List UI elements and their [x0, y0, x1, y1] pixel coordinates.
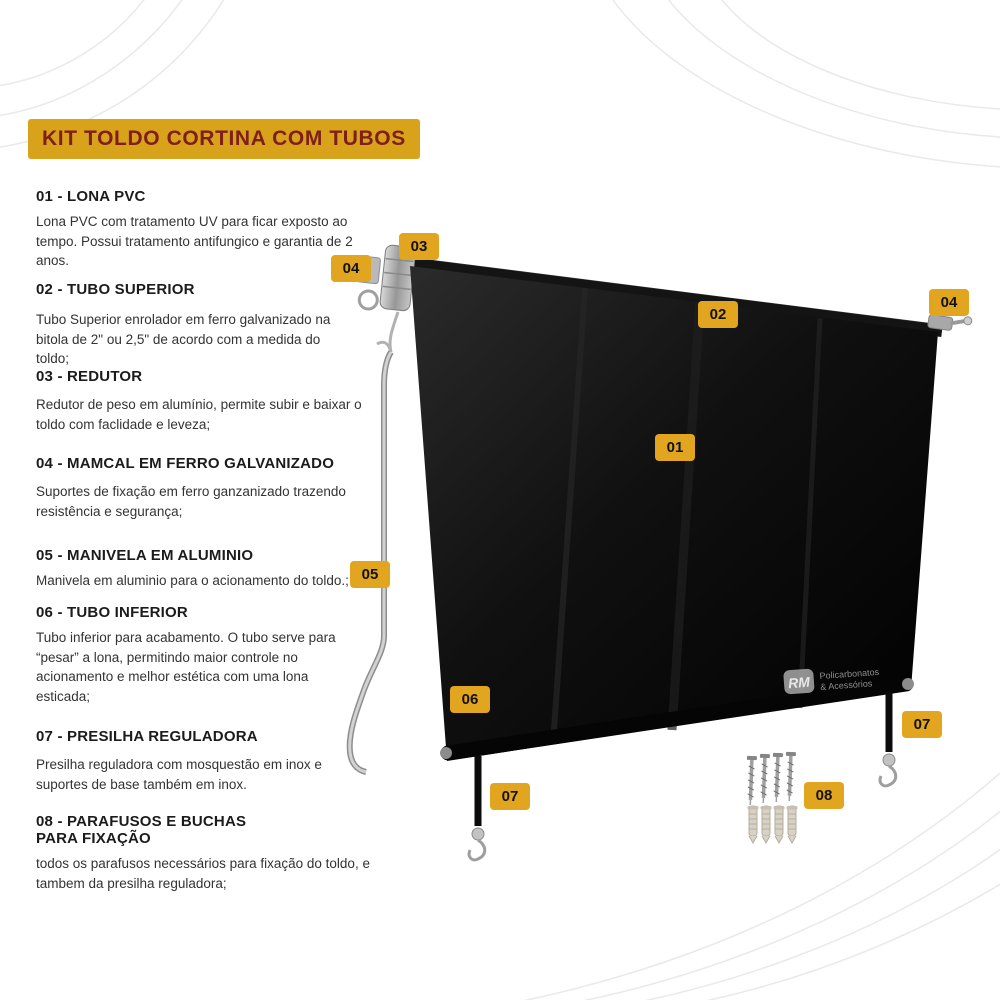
crank-handle [346, 340, 394, 775]
section-body: Lona PVC com tratamento UV para ficar ex… [36, 214, 353, 269]
rm-logo: RM Policarbonatos & Acessórios [783, 667, 880, 695]
section-heading: 01 - LONA PVC [36, 188, 146, 205]
section-heading: 07 - PRESILHA REGULADORA [36, 728, 258, 745]
badge-01: 01 [655, 434, 695, 461]
section-heading: 05 - MANIVELA EM ALUMINIO [36, 547, 254, 564]
page-title: KIT TOLDO CORTINA COM TUBOS [28, 119, 420, 159]
section-body: todos os parafusos necessários para fixa… [36, 856, 370, 891]
section-tubo-superior: 02 - TUBO SUPERIOR Tubo Superior enrolad… [36, 281, 356, 369]
section-parafusos: 08 - PARAFUSOS E BUCHAS PARA FIXAÇÃO tod… [36, 813, 371, 893]
reducer-hook [388, 311, 400, 353]
section-heading: 04 - MAMCAL EM FERRO GALVANIZADO [36, 455, 335, 472]
right-strap-clasp [878, 692, 898, 788]
section-lona-pvc: 01 - LONA PVC Lona PVC com tratamento UV… [36, 188, 356, 271]
badge-05: 05 [350, 561, 390, 588]
rm-logo-initials: RM [788, 674, 811, 692]
section-heading: 06 - TUBO INFERIOR [36, 604, 188, 621]
badge-07-bottom: 07 [490, 783, 530, 810]
bottom-tube [440, 676, 914, 761]
lona-canvas [410, 266, 938, 761]
left-strap-clasp [467, 756, 487, 862]
rm-logo-line1: Policarbonatos [819, 667, 880, 681]
section-body: Redutor de peso em alumínio, permite sub… [36, 397, 362, 432]
section-heading: 08 - PARAFUSOS E BUCHAS PARA FIXAÇÃO [36, 813, 247, 847]
section-presilha: 07 - PRESILHA REGULADORA Presilha regula… [36, 728, 336, 794]
section-redutor: 03 - REDUTOR Redutor de peso em alumínio… [36, 368, 366, 434]
badge-08: 08 [804, 782, 844, 809]
section-body: Manivela em aluminio para o acionamento … [36, 573, 349, 588]
section-body: Suportes de fixação em ferro ganzanizado… [36, 484, 346, 519]
badge-04-left: 04 [331, 255, 371, 282]
screws-and-anchors [743, 750, 798, 844]
badge-02: 02 [698, 301, 738, 328]
rm-logo-line2: & Acessórios [820, 678, 873, 692]
section-tubo-inferior: 06 - TUBO INFERIOR Tubo inferior para ac… [36, 604, 336, 706]
section-heading: 03 - REDUTOR [36, 368, 143, 385]
section-body: Tubo inferior para acabamento. O tubo se… [36, 630, 336, 704]
section-heading: 02 - TUBO SUPERIOR [36, 281, 195, 298]
badge-03: 03 [399, 233, 439, 260]
badge-04-right: 04 [929, 289, 969, 316]
section-body: Tubo Superior enrolador em ferro galvani… [36, 312, 331, 367]
section-mamcal: 04 - MAMCAL EM FERRO GALVANIZADO Suporte… [36, 455, 371, 521]
section-manivela: 05 - MANIVELA EM ALUMINIO Manivela em al… [36, 547, 381, 591]
right-bracket [927, 314, 973, 331]
section-body: Presilha reguladora com mosquestão em in… [36, 757, 322, 792]
top-roller-tube [404, 256, 943, 337]
badge-07-right: 07 [902, 711, 942, 738]
badge-06: 06 [450, 686, 490, 713]
